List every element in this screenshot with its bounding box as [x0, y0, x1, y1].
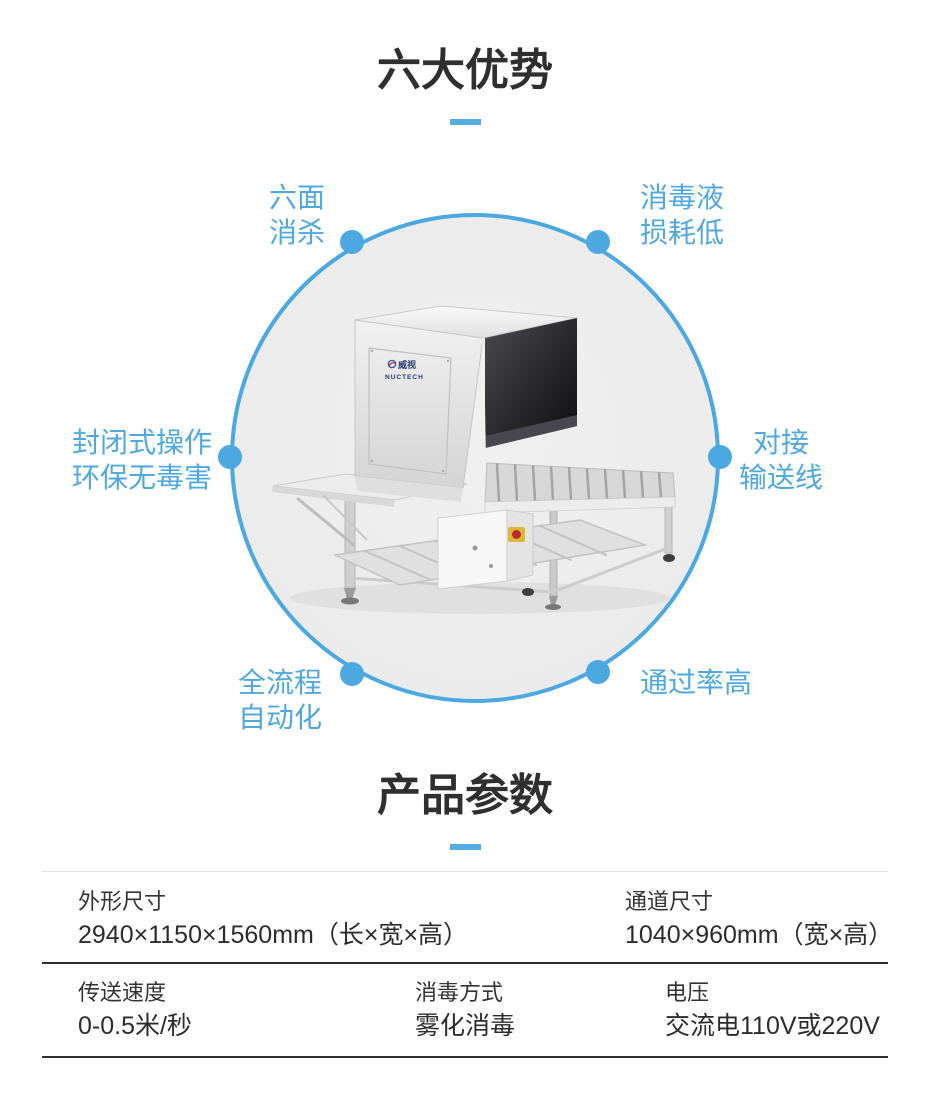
parameters-title-dash	[450, 844, 481, 850]
spec-cell-voltage: 电压 交流电110V或220V	[665, 977, 880, 1043]
advantage-label-right: 对接 输送线	[733, 425, 829, 495]
spec-label: 外形尺寸	[78, 889, 167, 914]
advantage-label-bottom-left: 全流程 自动化	[182, 665, 322, 735]
spec-cell-disinfection-method: 消毒方式 雾化消毒	[415, 977, 515, 1043]
advantage-dot-right	[708, 445, 732, 469]
advantage-dot-left	[218, 445, 242, 469]
spec-label: 通道尺寸	[625, 889, 714, 914]
machine-logo-name-text: NUCTECH	[385, 374, 424, 381]
advantage-dot-top-right	[586, 230, 610, 254]
advantage-label-line: 六面	[268, 182, 325, 213]
advantage-label-line: 自动化	[237, 702, 322, 733]
spec-value: 0-0.5米/秒	[78, 1012, 192, 1040]
spec-value: 1040×960mm（宽×高）	[625, 921, 894, 949]
spec-value: 交流电110V或220V	[665, 1012, 880, 1040]
advantage-label-bottom-right: 通过率高	[640, 665, 800, 700]
advantages-title-dash	[450, 119, 481, 125]
parameters-title: 产品参数	[377, 771, 553, 820]
advantage-label-line: 封闭式操作	[71, 427, 212, 458]
advantage-label-line: 环保无毒害	[71, 462, 212, 493]
advantage-dot-bottom-left	[340, 662, 364, 686]
advantage-label-line: 通过率高	[640, 667, 753, 698]
table-divider-middle	[42, 962, 888, 964]
advantage-label-line: 全流程	[237, 667, 322, 698]
spec-cell-tunnel-size: 通道尺寸 1040×960mm（宽×高）	[625, 886, 893, 952]
spec-cell-dimensions: 外形尺寸 2940×1150×1560mm（长×宽×高）	[78, 886, 468, 952]
advantage-label-line: 损耗低	[640, 217, 725, 248]
spec-value: 2940×1150×1560mm（长×宽×高）	[78, 921, 469, 949]
advantage-label-top-left: 六面 消杀	[185, 180, 325, 250]
machine-cabinet: 威视 NUCTECH	[354, 305, 578, 502]
table-divider-bottom	[42, 1056, 888, 1058]
machine-shadow	[290, 582, 670, 614]
machine-control-box	[437, 509, 534, 590]
advantages-title: 六大优势	[377, 46, 553, 95]
machine-tunnel-opening	[485, 318, 577, 448]
spec-label: 传送速度	[78, 980, 167, 1005]
advantage-label-top-right: 消毒液 损耗低	[640, 180, 800, 250]
machine-logo: 威视 NUCTECH	[385, 359, 424, 381]
advantage-label-line: 输送线	[738, 462, 823, 493]
machine-illustration: 威视 NUCTECH	[272, 305, 676, 614]
machine-front-panel	[354, 319, 484, 489]
spec-cell-conveyor-speed: 传送速度 0-0.5米/秒	[78, 977, 192, 1043]
machine-logo-brand-text: 威视	[398, 359, 416, 370]
advantage-label-line: 消毒液	[640, 182, 725, 213]
spec-label: 消毒方式	[415, 980, 504, 1005]
spec-label: 电压	[665, 980, 710, 1005]
advantages-circle	[230, 213, 720, 703]
advantage-dot-top-left	[340, 230, 364, 254]
spec-value: 雾化消毒	[415, 1012, 516, 1040]
table-divider-top	[42, 871, 888, 872]
machine-conveyor	[484, 462, 676, 514]
advantage-dot-bottom-right	[586, 660, 610, 684]
advantage-label-line: 消杀	[268, 217, 325, 248]
advantage-label-left: 封闭式操作 环保无毒害	[32, 425, 212, 495]
advantage-label-line: 对接	[752, 427, 809, 458]
